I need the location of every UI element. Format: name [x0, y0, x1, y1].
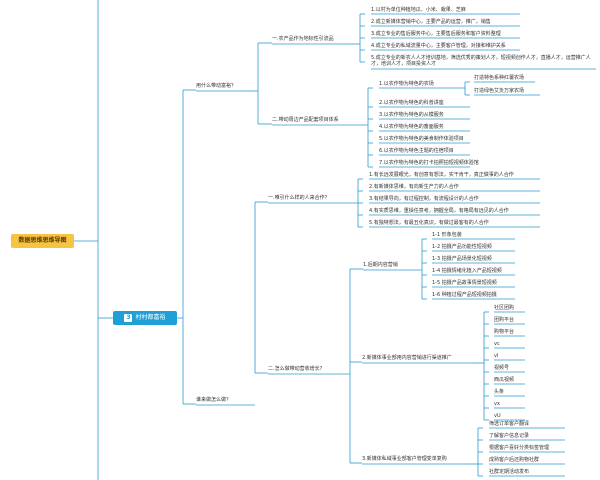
leaf-5-2[interactable]: 团购平台: [494, 317, 515, 323]
group-content-marketing[interactable]: 1.后期内容营销: [363, 262, 398, 268]
leaf-4-5[interactable]: 1-5 拍摄产品故事情景短视频: [432, 280, 497, 286]
leaf-6-1[interactable]: 筛选订单客户翻译: [489, 421, 530, 427]
leaf-1-3[interactable]: 3.成立专业的售后服务中心，主要售后服务和客户资料整理: [371, 31, 501, 37]
root-node[interactable]: 数据思维思维导图: [11, 234, 74, 248]
leaf-1-4[interactable]: 4.成立专业的私域流量中心，主要客户管理，对接和维护关系: [371, 43, 506, 49]
leaf-5-10[interactable]: vU: [494, 413, 501, 419]
group-private-domain[interactable]: 3.新媒体私域事业部客户管理变单复购: [362, 456, 447, 462]
sub-who-cooperate[interactable]: 一.唯引什么样的人来合作？: [268, 195, 330, 201]
group-channel-promo[interactable]: 2.新媒体事业部用内容营销进行渠道推广: [362, 355, 452, 361]
topic-number-badge: 3: [124, 313, 133, 322]
leaf-2-4[interactable]: 4.以农作物为特色的畜面服务: [379, 124, 444, 130]
leaf-3-4[interactable]: 4.有实质思维，重操任意考，拥握全局，有格局有远见的人合作: [369, 208, 509, 214]
leaf-6-2[interactable]: 了解客户信息记录: [489, 433, 530, 439]
sub-surrounding-projects[interactable]: 二.带动周边产品配套项目体系: [272, 117, 339, 123]
leaf-5-9[interactable]: vx: [494, 401, 500, 407]
leaf-5-7[interactable]: 西瓜视频: [494, 377, 515, 383]
branch-who-how[interactable]: 谁来做怎么做？: [196, 397, 232, 403]
branch-what-drives[interactable]: 用什么带动富裕？: [196, 83, 237, 89]
leaf-2-1-b[interactable]: 打造绿色艾灸万家农场: [474, 88, 525, 94]
leaf-3-2[interactable]: 2.有新媒体思维，有向新生产力的人合作: [369, 184, 459, 190]
leaf-2-2[interactable]: 2.以农作物为特色的科普讲座: [379, 100, 444, 106]
leaf-2-1-a[interactable]: 打造特色系种红薯农场: [474, 75, 525, 81]
leaf-1-5[interactable]: 5.成立专业的新农人人才培训基地，筛选优秀的策划人才，短视频创作人才，直播人才，…: [371, 55, 591, 67]
leaf-3-5[interactable]: 5.有独特想法，有最丑化真识，有做过最客有的人合作: [369, 220, 489, 226]
leaf-1-1[interactable]: 1.以村为单位种植地瓜、小米、栽果、芝麻: [371, 7, 466, 13]
leaf-2-7[interactable]: 7.以农作物为特色的打卡拍照拍短视频体验馆: [379, 160, 479, 166]
leaf-5-6[interactable]: 视频号: [494, 365, 510, 371]
leaf-5-3[interactable]: 购物平台: [494, 329, 515, 335]
leaf-6-3[interactable]: 根据客户喜好分类标签管理: [489, 445, 550, 451]
leaf-2-1[interactable]: 1.以农作物为特色的农场: [379, 81, 434, 87]
leaf-3-1[interactable]: 1.有长远发展眼光，有创意有想法，实干肯干，真正做事的人合作: [369, 172, 514, 178]
leaf-2-5[interactable]: 5.以农作物为特色的美食制作体验项目: [379, 136, 464, 142]
sub-agri-landmark[interactable]: 一.农产品作为地标性引流品: [272, 36, 334, 42]
sub-how-revenue[interactable]: 二.怎么做带动营收增长？: [268, 366, 325, 372]
leaf-6-4[interactable]: 成熟客户后还购物社群: [489, 457, 540, 463]
leaf-5-4[interactable]: vc: [494, 341, 500, 347]
leaf-5-5[interactable]: vl: [494, 353, 499, 359]
leaf-5-1[interactable]: 社区团购: [494, 305, 515, 311]
leaf-1-2[interactable]: 2.成立新媒体营销中心，主要产品的运营，推广，销售: [371, 19, 491, 25]
leaf-2-3[interactable]: 3.以农作物为特色的从模服务: [379, 112, 444, 118]
leaf-4-1[interactable]: 1-1 形象包装: [432, 232, 462, 238]
leaf-3-3[interactable]: 3.有结果导向，有过程控制，有流程设计的人合作: [369, 196, 479, 202]
leaf-2-6[interactable]: 6.以农作物为特色主题的住宿项目: [379, 148, 454, 154]
leaf-4-2[interactable]: 1-2 拍摄产品功能性短视频: [432, 244, 492, 250]
leaf-4-6[interactable]: 1-6 种植过程产品短视频拍摄: [432, 292, 497, 298]
leaf-4-3[interactable]: 1-3 拍摄产品场景化短视频: [432, 256, 492, 262]
center-topic-label: 村村都富裕: [135, 314, 166, 321]
leaf-4-4[interactable]: 1-4 拍摄情绪化植入产品短视频: [432, 268, 502, 274]
leaf-6-5[interactable]: 社群定期活动发布: [489, 469, 530, 475]
leaf-5-8[interactable]: 头条: [494, 389, 505, 395]
